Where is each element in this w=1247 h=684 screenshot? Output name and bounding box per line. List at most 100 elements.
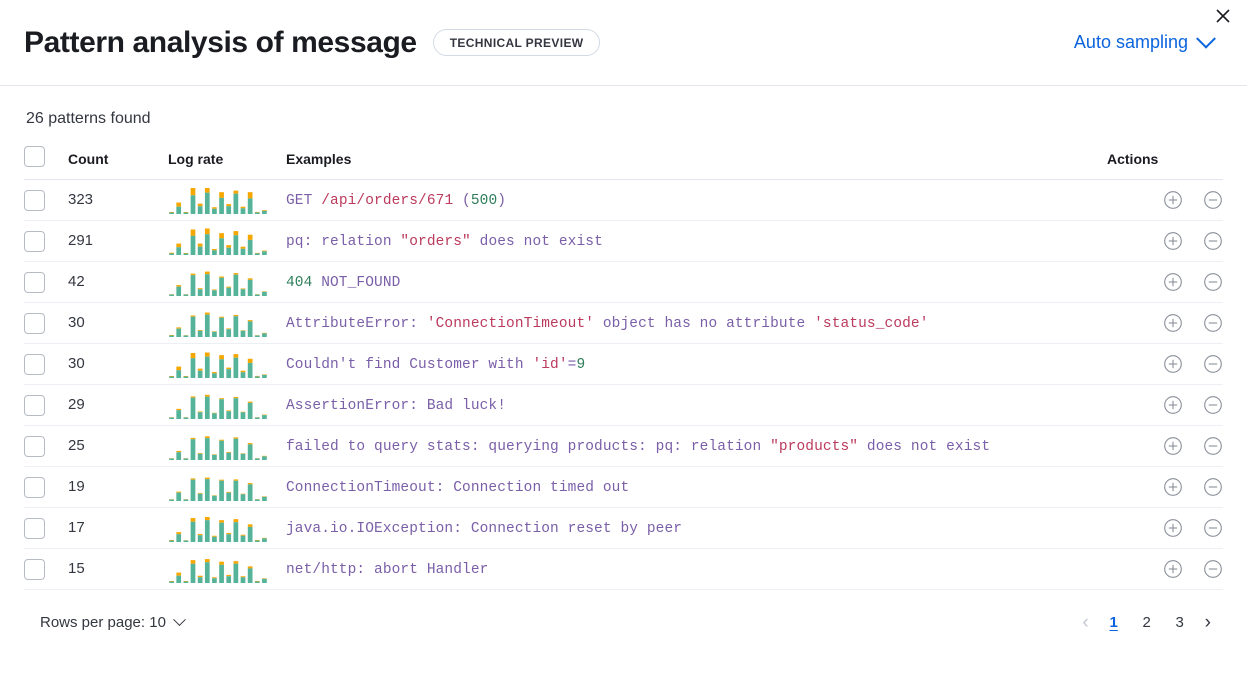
- row-select-cell: [24, 466, 68, 508]
- minus-in-circle-icon[interactable]: [1203, 231, 1223, 251]
- chevron-down-icon: [1196, 28, 1216, 49]
- count-value: 17: [68, 519, 85, 536]
- plus-in-circle-icon[interactable]: [1163, 190, 1183, 210]
- plus-in-circle-icon[interactable]: [1163, 354, 1183, 374]
- table-row[interactable]: 17 java.io.IOException: Connection reset …: [24, 507, 1223, 549]
- example-token: GET: [286, 193, 322, 209]
- plus-in-circle-icon[interactable]: [1163, 477, 1183, 497]
- auto-sampling-button[interactable]: Auto sampling: [1068, 28, 1219, 54]
- rows-per-page-button[interactable]: Rows per page: 10: [34, 612, 190, 632]
- row-select-cell: [24, 302, 68, 344]
- plus-in-circle-icon[interactable]: [1163, 272, 1183, 292]
- row-log-rate-cell: [168, 425, 286, 467]
- row-checkbox[interactable]: [24, 517, 45, 539]
- plus-in-circle-icon[interactable]: [1163, 313, 1183, 333]
- log-rate-sparkline: [168, 432, 286, 460]
- log-rate-sparkline: [168, 391, 286, 419]
- row-count-cell: 25: [68, 425, 168, 467]
- row-actions-cell: [1107, 302, 1223, 344]
- example-token: object has no attribute: [594, 316, 815, 332]
- count-value: 29: [68, 396, 85, 413]
- panel-body: 26 patterns found Count Log rate Example…: [0, 86, 1247, 590]
- row-checkbox[interactable]: [24, 230, 45, 252]
- row-checkbox[interactable]: [24, 394, 45, 416]
- minus-in-circle-icon[interactable]: [1203, 477, 1223, 497]
- plus-in-circle-icon[interactable]: [1163, 395, 1183, 415]
- minus-in-circle-icon[interactable]: [1203, 518, 1223, 538]
- plus-in-circle-icon[interactable]: [1163, 559, 1183, 579]
- chevron-down-icon: [173, 612, 186, 626]
- row-log-rate-cell: [168, 261, 286, 303]
- table-row[interactable]: 291 pq: relation "orders" does not exist: [24, 220, 1223, 262]
- example-token: ConnectionTimeout: Connection timed out: [286, 480, 630, 496]
- row-checkbox[interactable]: [24, 558, 45, 580]
- example-token: net/http: abort Handler: [286, 562, 489, 578]
- chevron-right-icon[interactable]: ›: [1199, 613, 1217, 632]
- row-actions-cell: [1107, 425, 1223, 467]
- plus-in-circle-icon[interactable]: [1163, 231, 1183, 251]
- example-token: /api/orders/671: [321, 193, 454, 209]
- example-token: (: [453, 193, 471, 209]
- row-log-rate-cell: [168, 302, 286, 344]
- count-value: 30: [68, 355, 85, 372]
- row-actions-cell: [1107, 179, 1223, 221]
- column-header-log-rate[interactable]: Log rate: [168, 146, 286, 180]
- example-token: java.io.IOException: Connection reset by…: [286, 521, 683, 537]
- plus-in-circle-icon[interactable]: [1163, 518, 1183, 538]
- example-text: GET /api/orders/671 (500): [286, 193, 506, 209]
- column-header-count[interactable]: Count: [68, 146, 168, 180]
- log-rate-sparkline: [168, 309, 286, 337]
- close-icon[interactable]: [1211, 4, 1235, 28]
- page-1-button[interactable]: 1: [1100, 608, 1128, 636]
- row-select-cell: [24, 384, 68, 426]
- example-token: 500: [470, 193, 498, 209]
- example-token: =: [567, 357, 577, 373]
- chevron-left-icon[interactable]: ‹: [1076, 613, 1094, 632]
- row-select-cell: [24, 179, 68, 221]
- row-actions-cell: [1107, 466, 1223, 508]
- row-checkbox[interactable]: [24, 271, 45, 293]
- row-checkbox[interactable]: [24, 312, 45, 334]
- row-example-cell: Couldn't find Customer with 'id'=9: [286, 343, 1107, 385]
- minus-in-circle-icon[interactable]: [1203, 272, 1223, 292]
- status-badge: TECHNICAL PREVIEW: [432, 29, 601, 56]
- row-actions-cell: [1107, 343, 1223, 385]
- minus-in-circle-icon[interactable]: [1203, 354, 1223, 374]
- example-token: 'status_code': [814, 316, 929, 332]
- example-token: NOT_FOUND: [312, 275, 401, 291]
- row-checkbox[interactable]: [24, 476, 45, 498]
- select-all-checkbox[interactable]: [24, 146, 45, 167]
- row-checkbox[interactable]: [24, 435, 45, 457]
- minus-in-circle-icon[interactable]: [1203, 190, 1223, 210]
- column-header-examples[interactable]: Examples: [286, 146, 1107, 180]
- page-title: Pattern analysis of message: [24, 25, 417, 59]
- minus-in-circle-icon[interactable]: [1203, 436, 1223, 456]
- example-token: Couldn't find Customer with: [286, 357, 533, 373]
- row-example-cell: pq: relation "orders" does not exist: [286, 220, 1107, 262]
- row-count-cell: 323: [68, 179, 168, 221]
- patterns-found-count: 26 patterns found: [26, 110, 151, 127]
- header-actions: Auto sampling: [1068, 28, 1223, 54]
- rows-per-page-label: Rows per page: 10: [40, 613, 166, 631]
- example-token: 'id': [532, 357, 568, 373]
- row-example-cell: net/http: abort Handler: [286, 548, 1107, 590]
- table-row[interactable]: 30 Couldn't find Customer with 'id'=9: [24, 343, 1223, 385]
- minus-in-circle-icon[interactable]: [1203, 395, 1223, 415]
- plus-in-circle-icon[interactable]: [1163, 436, 1183, 456]
- minus-in-circle-icon[interactable]: [1203, 559, 1223, 579]
- page-3-button[interactable]: 3: [1166, 608, 1194, 636]
- minus-in-circle-icon[interactable]: [1203, 313, 1223, 333]
- row-actions-cell: [1107, 384, 1223, 426]
- count-value: 291: [68, 232, 94, 249]
- row-count-cell: 30: [68, 343, 168, 385]
- page-2-button[interactable]: 2: [1133, 608, 1161, 636]
- row-checkbox[interactable]: [24, 353, 45, 375]
- row-checkbox[interactable]: [24, 189, 45, 211]
- table-row[interactable]: 323 GET /api/orders/671 (500): [24, 179, 1223, 221]
